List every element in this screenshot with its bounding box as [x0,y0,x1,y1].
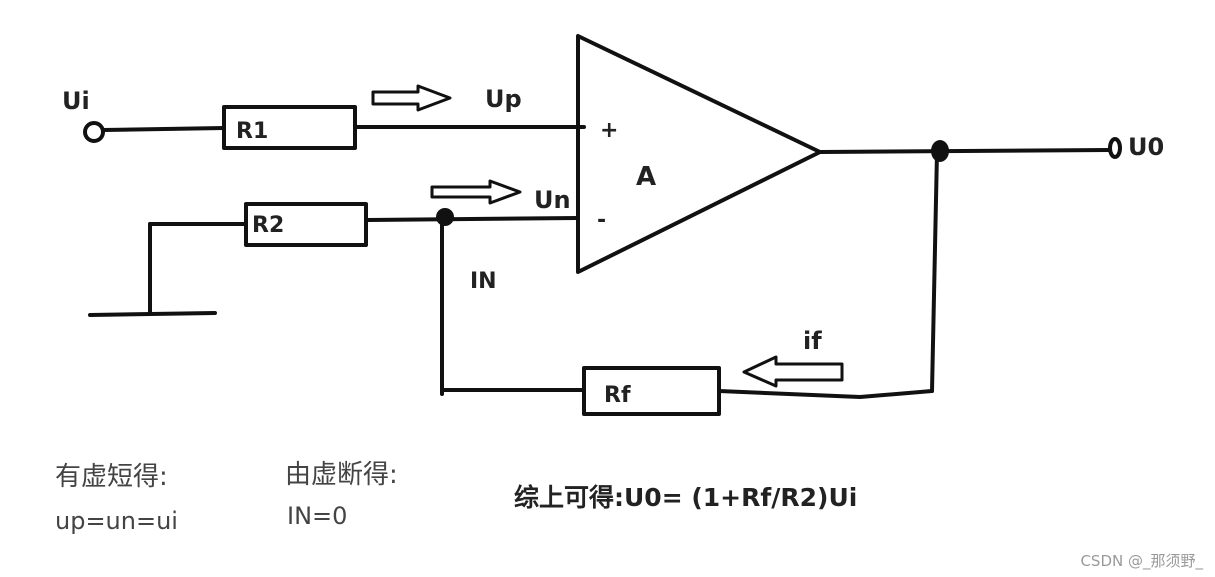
label-in-current: IN [470,269,497,294]
label-r1: R1 [236,119,268,144]
label-amp: A [636,162,656,192]
virtual-open-equation: IN=0 [287,502,348,530]
label-output: U0 [1128,133,1164,161]
result-formula: 综上可得:U0= (1+Rf/R2)Ui [514,483,858,512]
output-terminal [1108,137,1122,159]
junction-dot-output [931,140,949,162]
resistor-r2 [244,202,368,247]
virtual-open-title: 由虚断得: [285,460,398,490]
label-up: Up [485,85,522,113]
ground-bar [88,311,217,317]
label-minus: - [597,208,606,233]
arrow-un-current [430,179,522,205]
label-plus: + [600,118,618,143]
watermark: CSDN @_那须野_ [1080,552,1203,570]
label-rf: Rf [604,383,631,408]
label-r2: R2 [252,213,284,238]
arrow-up-current [371,84,452,112]
junction-dot-minus [436,208,454,226]
input-terminal [83,121,105,143]
label-input: Ui [62,87,90,115]
label-un: Un [534,186,571,214]
label-if-current: if [803,327,822,355]
virtual-short-equation: up=un=ui [55,507,178,535]
virtual-short-title: 有虚短得: [55,462,168,492]
wire-output [818,148,1112,154]
wire-minus-input [364,216,580,222]
opamp-triangle [576,34,822,274]
wire-input [101,126,226,132]
wire-feedback-bottom-right [717,389,934,399]
arrow-if-current [742,355,844,388]
wire-feedback-right [930,150,939,393]
